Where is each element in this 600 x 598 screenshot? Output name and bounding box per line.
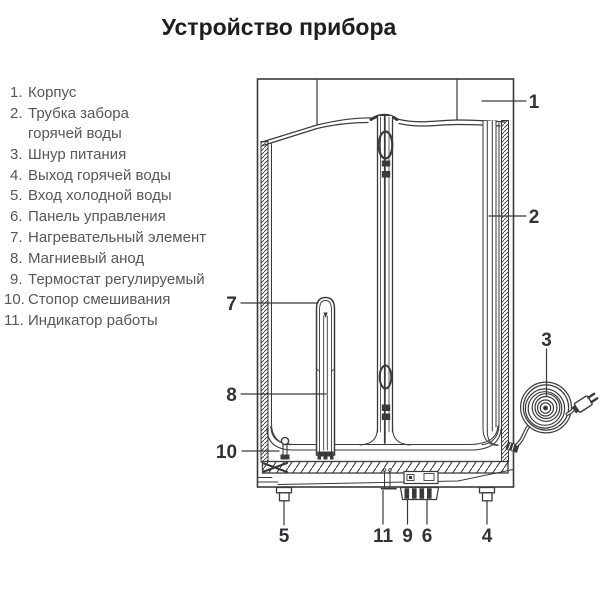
magnesium-anode	[323, 312, 328, 451]
hot-water-outlet	[478, 486, 496, 502]
bottom-plate	[261, 460, 509, 474]
list-item-number: 7.	[10, 229, 23, 247]
list-item: 9. Термостат регулируемый	[4, 270, 242, 290]
callout-10: 10	[216, 442, 237, 463]
tank-wall-left	[260, 141, 291, 463]
power-cord	[505, 381, 599, 453]
tank-bottom-dome	[266, 425, 502, 451]
power-plug	[571, 392, 599, 414]
list-item-label: Корпус	[28, 84, 77, 101]
list-item-label: Магниевый анод	[28, 249, 145, 267]
list-item: 5. Вход холодной воды	[4, 186, 242, 206]
list-item-number: 3.	[10, 145, 23, 163]
tank-casing	[256, 78, 515, 488]
list-item-number: 10.	[4, 291, 25, 309]
callout-1: 1	[529, 92, 540, 113]
list-item: 3. Шнур питания	[4, 145, 242, 165]
callout-6: 6	[422, 526, 433, 547]
list-item-label: Термостат регулируемый	[28, 270, 205, 288]
work-indicator	[380, 468, 397, 490]
list-item-label: Индикатор работы	[28, 312, 158, 330]
list-item-label: Нагревательный элемент	[28, 229, 207, 247]
list-item-number: 5.	[10, 187, 23, 205]
heating-element	[315, 296, 336, 460]
callout-11: 11	[373, 526, 394, 547]
list-item-number: 11.	[4, 312, 24, 330]
list-item: 2. Трубка забора горячей воды	[4, 104, 242, 145]
list-item-label: Вход холодной воды	[28, 187, 172, 205]
callout-7: 7	[226, 294, 237, 315]
list-item-number: 4.	[10, 166, 23, 184]
list-item-label: Панель управления	[28, 208, 166, 226]
list-item-number: 9.	[10, 270, 23, 288]
list-item-number: 8.	[10, 249, 23, 267]
list-item-number: 1.	[10, 84, 23, 101]
callout-4: 4	[482, 526, 493, 547]
callout-leaders	[240, 100, 548, 526]
list-item-number: 6.	[10, 208, 23, 226]
list-item: 11.Индикатор работы	[4, 311, 242, 331]
list-item-label: Стопор смешивания	[28, 291, 171, 309]
list-item-label: Трубка забора горячей воды	[28, 104, 129, 143]
callout-3: 3	[541, 330, 552, 351]
hot-water-intake-tube	[482, 120, 499, 446]
cold-water-inlet	[275, 486, 293, 502]
thermostat-tube	[359, 115, 411, 446]
list-item: 7. Нагревательный элемент	[4, 228, 242, 248]
parts-list: 1. Корпус 2. Трубка забора горячей воды 3.…	[4, 83, 242, 332]
list-item: 8. Магниевый анод	[4, 249, 242, 269]
mixing-stopper	[280, 436, 290, 460]
page-title: Устройство прибора	[161, 14, 397, 40]
callout-2: 2	[529, 207, 540, 228]
list-item-label: Шнур питания	[28, 145, 127, 163]
callout-9: 9	[402, 526, 413, 547]
callout-8: 8	[226, 385, 237, 406]
thermostat-housing	[403, 470, 439, 485]
list-item: 10.Стопор смешивания	[4, 290, 242, 310]
list-item: 1. Корпус	[4, 83, 242, 103]
list-item-number: 2.	[10, 104, 23, 122]
callout-numbers: 1 2 3 7 8 10 5 11 9 6 4	[216, 92, 552, 547]
list-item: 6. Панель управления	[4, 207, 242, 227]
control-panel	[399, 486, 440, 501]
list-item-label: Выход горячей воды	[28, 166, 171, 184]
callout-5: 5	[279, 526, 290, 547]
list-item: 4. Выход горячей воды	[4, 166, 242, 186]
